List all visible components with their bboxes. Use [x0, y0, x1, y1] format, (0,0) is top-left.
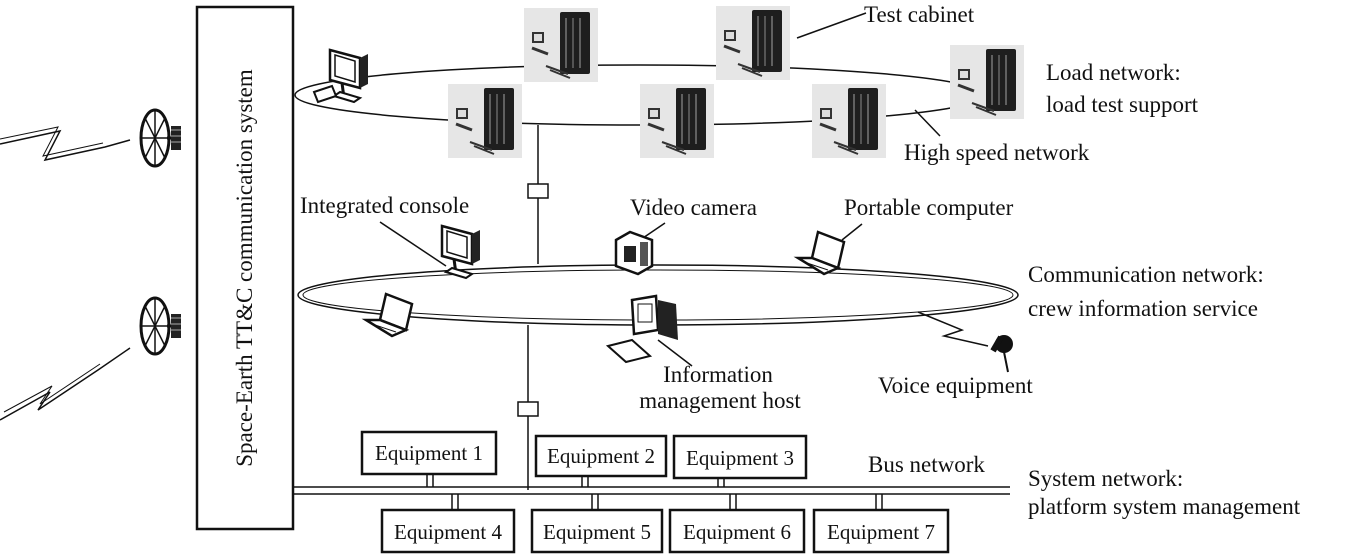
server-cabinet-icon: [522, 6, 600, 84]
radio-link-icon: [0, 129, 131, 162]
satellite-dish-icon: [139, 108, 183, 168]
video-camera-icon: [614, 230, 654, 276]
equipment-6-label: Equipment 6: [683, 520, 791, 544]
ttc-system-box: [195, 5, 295, 531]
load-network-title: Load network:: [1046, 60, 1181, 85]
load-network-subtitle: load test support: [1046, 92, 1199, 117]
equipment-3-box: [672, 434, 808, 480]
system-network-title: System network:: [1028, 466, 1183, 491]
equipment-5-box: [530, 508, 664, 554]
network-bridge: [527, 183, 549, 199]
high-speed-network-label: High speed network: [904, 140, 1090, 165]
laptop-icon: [364, 292, 414, 338]
server-cabinet-icon: [810, 82, 888, 160]
test-cabinet-label: Test cabinet: [864, 2, 975, 27]
voice-equipment-icon: [990, 335, 1013, 373]
system-network-subtitle: platform system management: [1028, 494, 1301, 519]
information-host-icon: [605, 294, 678, 364]
radio-link-icon: [0, 347, 131, 421]
server-cabinet-icon: [948, 43, 1026, 121]
equipment-3-label: Equipment 3: [686, 446, 794, 470]
portable-computer-label: Portable computer: [844, 195, 1014, 220]
equipment-1-label: Equipment 1: [375, 441, 483, 465]
server-cabinet-icon: [714, 4, 792, 82]
information-host-label-1: Information: [663, 362, 773, 387]
information-host-label-2: management host: [639, 388, 801, 413]
satellite-dish-icon: [139, 296, 183, 356]
equipment-2-label: Equipment 2: [547, 444, 655, 468]
equipment-6-box: [668, 508, 806, 554]
communication-network-title: Communication network:: [1028, 262, 1264, 287]
equipment-1-box: [360, 430, 498, 476]
desktop-monitor-icon: [440, 224, 482, 280]
equipment-5-label: Equipment 5: [543, 520, 651, 544]
equipment-2-box: [534, 434, 668, 478]
laptop-icon: [312, 84, 338, 104]
equipment-4-label: Equipment 4: [394, 520, 502, 544]
equipment-7-box: [812, 508, 950, 554]
voice-equipment-label: Voice equipment: [878, 373, 1033, 398]
server-cabinet-icon: [446, 82, 524, 160]
ttc-system-label: Space-Earth TT&C communication system: [232, 69, 257, 467]
video-camera-label: Video camera: [630, 195, 757, 220]
bus-network-label: Bus network: [868, 452, 985, 477]
network-bridge: [517, 401, 539, 417]
integrated-console-label: Integrated console: [300, 193, 469, 218]
equipment-7-label: Equipment 7: [827, 520, 935, 544]
server-cabinet-icon: [638, 82, 716, 160]
communication-network-subtitle: crew information service: [1028, 296, 1258, 321]
equipment-4-box: [380, 508, 516, 554]
